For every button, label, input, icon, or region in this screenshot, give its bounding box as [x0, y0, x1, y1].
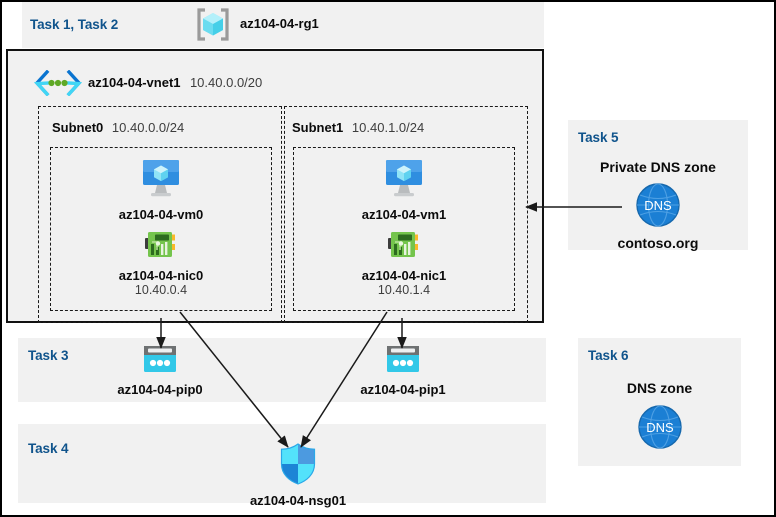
subnet1-resource-boundary [293, 147, 515, 311]
nic1-node: az104-04-nic1 10.40.1.4 [344, 230, 464, 298]
dns-zone-title: DNS zone [626, 380, 693, 396]
subnet0-resource-boundary [50, 147, 272, 311]
pip0-node: az104-04-pip0 [100, 344, 220, 397]
vm1-name: az104-04-vm1 [361, 207, 447, 222]
dns-icon-text: DNS [646, 420, 674, 435]
nic1-name: az104-04-nic1 [361, 268, 447, 283]
pip1-node: az104-04-pip1 [343, 344, 463, 397]
resource-group-panel [22, 0, 544, 48]
vnet-name: az104-04-vnet1 [88, 75, 181, 90]
dns-zone-icon: DNS [568, 182, 748, 233]
private-dns-zone-node: DNS contoso.org [568, 182, 748, 251]
network-security-group-icon [218, 443, 378, 490]
nsg-node: az104-04-nsg01 [218, 443, 378, 508]
subnet1-boundary [284, 106, 528, 323]
public-ip-address-icon [100, 344, 220, 379]
subnet0-title: Subnet0 10.40.0.0/24 [52, 120, 184, 135]
nic1-ip: 10.40.1.4 [377, 283, 431, 297]
subnet1-cidr: 10.40.1.0/24 [351, 120, 425, 135]
task3-panel [18, 338, 546, 402]
task-label-3: Task 3 [28, 348, 69, 363]
dns-icon-text: DNS [644, 198, 672, 213]
task-label-1-2: Task 1, Task 2 [30, 17, 119, 32]
task-label-5: Task 5 [578, 130, 619, 145]
task-label-4: Task 4 [28, 441, 69, 456]
private-dns-zone-title: Private DNS zone [600, 159, 716, 175]
nic0-node: az104-04-nic0 10.40.0.4 [101, 230, 221, 298]
subnet0-name: Subnet0 [52, 120, 104, 135]
pip0-name: az104-04-pip0 [117, 382, 203, 397]
subnet1-title: Subnet1 10.40.1.0/24 [292, 120, 424, 135]
virtual-machine-icon [101, 158, 221, 204]
vm1-node: az104-04-vm1 [344, 158, 464, 222]
vm0-node: az104-04-vm0 [101, 158, 221, 222]
vnet-address-space: 10.40.0.0/20 [189, 75, 263, 90]
network-interface-icon [344, 230, 464, 265]
nsg-name: az104-04-nsg01 [249, 493, 347, 508]
pip1-name: az104-04-pip1 [360, 382, 446, 397]
network-interface-icon [101, 230, 221, 265]
subnet0-cidr: 10.40.0.0/24 [111, 120, 185, 135]
dns-zone-icon: DNS [578, 404, 741, 455]
dns-zone-node: DNS [578, 404, 741, 458]
resource-group-name: az104-04-rg1 [240, 16, 319, 31]
subnet0-boundary [38, 106, 282, 323]
vm0-name: az104-04-vm0 [118, 207, 204, 222]
private-dns-zone-name: contoso.org [617, 235, 699, 251]
subnet1-name: Subnet1 [292, 120, 344, 135]
resource-group-icon [196, 8, 230, 41]
nic0-ip: 10.40.0.4 [134, 283, 188, 297]
virtual-network-icon [33, 69, 83, 97]
virtual-machine-icon [344, 158, 464, 204]
task-label-6: Task 6 [588, 348, 629, 363]
vnet-name-line: az104-04-vnet1 10.40.0.0/20 [88, 74, 262, 92]
public-ip-address-icon [343, 344, 463, 379]
nic0-name: az104-04-nic0 [118, 268, 204, 283]
